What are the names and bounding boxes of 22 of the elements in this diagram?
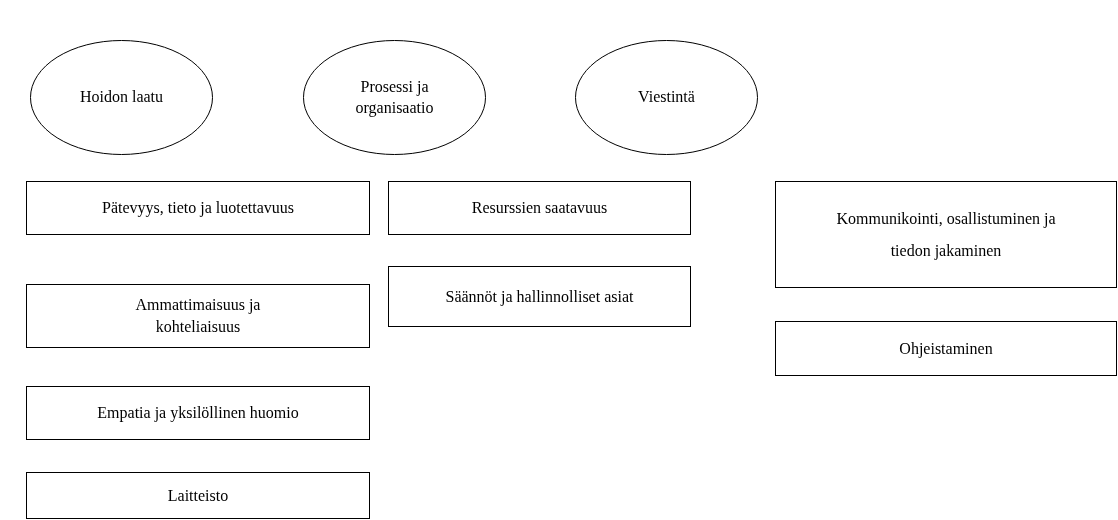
item-label: Kommunikointi, osallistuminen ja tiedon jakaminen (835, 208, 1057, 262)
category-label: Viestintä (638, 87, 695, 108)
item-box (26, 386, 370, 440)
item-label: Laitteisto (167, 485, 229, 506)
item-box (26, 284, 370, 348)
category-label: Prosessi ja organisaatio (354, 76, 435, 119)
item-label: Resurssien saatavuus (471, 198, 608, 219)
category-label: Hoidon laatu (79, 87, 164, 108)
category-ellipse (303, 40, 486, 155)
category-ellipse (575, 40, 758, 155)
category-ellipse (30, 40, 213, 155)
item-box (775, 181, 1117, 288)
item-box (26, 181, 370, 235)
item-label: Empatia ja yksilöllinen huomio (97, 403, 299, 424)
item-box (388, 181, 691, 235)
item-label: Ammattimaisuus ja kohteliaisuus (134, 295, 262, 337)
item-box (388, 266, 691, 327)
item-label: Ohjeistaminen (899, 338, 993, 360)
item-label: Pätevyys, tieto ja luotettavuus (102, 198, 294, 219)
item-box (26, 472, 370, 519)
item-label: Säännöt ja hallinnolliset asiat (445, 286, 634, 308)
item-box (775, 321, 1117, 376)
